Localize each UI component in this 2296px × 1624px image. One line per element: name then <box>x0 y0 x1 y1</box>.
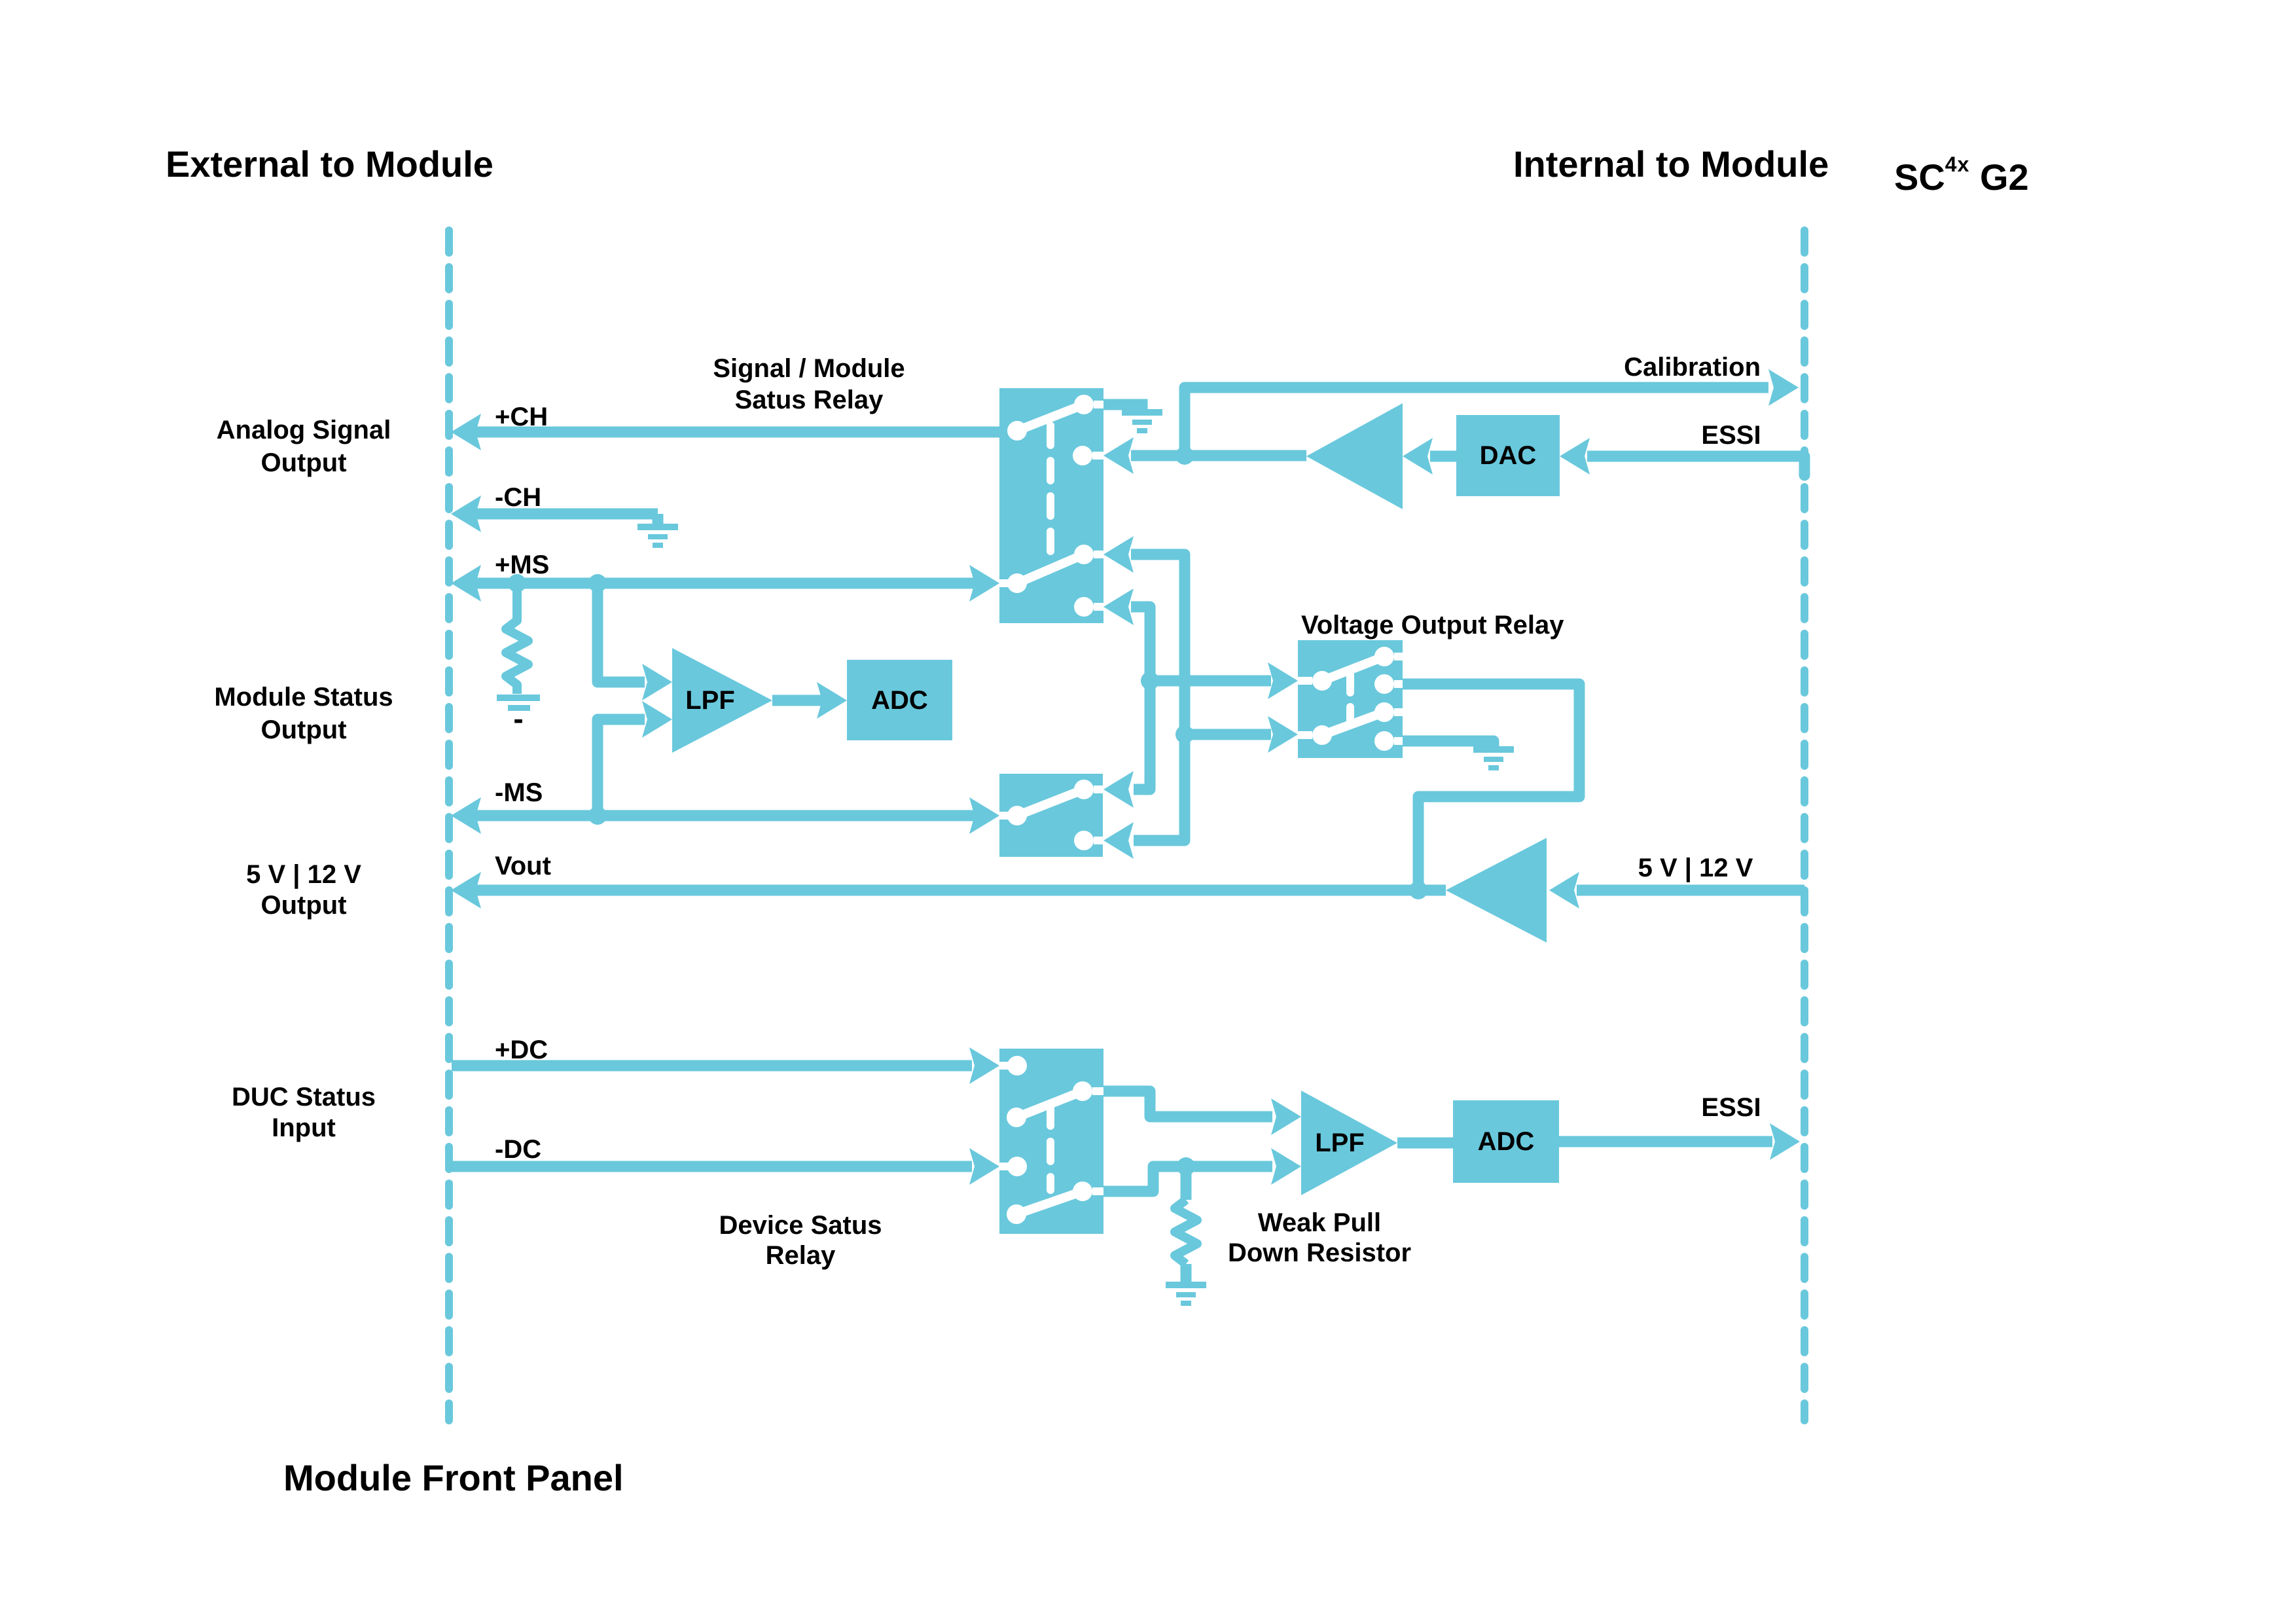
device-status-relay <box>999 1049 1103 1234</box>
relay1-to-voltage-relay-wires <box>1103 536 1298 859</box>
vout-label: Vout <box>495 852 551 880</box>
dac-block-label: DAC <box>1479 441 1537 470</box>
io-label-duc-status-line1: DUC Status <box>231 1083 376 1111</box>
lpf-bottom-amp-label: LPF <box>1315 1128 1365 1157</box>
signal-module-relay-label-line1: Signal / Module <box>713 354 905 383</box>
io-label-module-status-line2: Output <box>260 715 347 744</box>
calibration-label: Calibration <box>1624 353 1761 382</box>
nms-line <box>451 797 999 834</box>
external-to-module-title: External to Module <box>166 143 493 185</box>
signal-module-relay-label-line2: Satus Relay <box>734 386 884 414</box>
dac-block <box>1456 415 1560 496</box>
lpf-top-input-taps <box>592 583 672 816</box>
module-front-panel-title: Module Front Panel <box>283 1457 624 1498</box>
nms-label: -MS <box>495 778 543 807</box>
adc-bottom-block-label: ADC <box>1477 1127 1535 1156</box>
device-relay-output-wires <box>1103 1085 1301 1197</box>
ndc-line <box>452 1148 999 1185</box>
dac-amp <box>1306 403 1456 509</box>
v5-12-right-label: 5 V | 12 V <box>1638 854 1753 882</box>
v5-12-amp <box>1446 838 1804 943</box>
voltage-output-relay <box>1298 640 1403 758</box>
io-label-5v12v-line2: Output <box>260 891 347 920</box>
weak-pull-down-resistor-icon <box>1170 1166 1202 1282</box>
lpf-top-amp-label: LPF <box>685 686 735 715</box>
pdc-label: +DC <box>495 1036 548 1064</box>
adc-top-block <box>847 660 952 740</box>
relay1-ground-wire <box>1103 399 1148 410</box>
product-superscript: 4x <box>1945 153 1970 176</box>
relay1-ground-icon <box>1122 409 1162 433</box>
pch-line <box>451 414 1008 450</box>
pms-label: +MS <box>495 550 550 579</box>
product-suffix: G2 <box>1979 156 2029 198</box>
io-label-analog-signal-line1: Analog Signal <box>216 416 391 444</box>
ms-bias-resistor-icon <box>501 583 533 694</box>
ms-bias-ground-icon <box>497 695 540 711</box>
essi-top-label: ESSI <box>1701 421 1761 450</box>
voltage-relay-output-wire <box>1403 678 1585 890</box>
product-base: SC <box>1894 156 1945 198</box>
vout-line <box>451 872 1446 909</box>
nch-ground-icon <box>637 524 678 548</box>
nch-label: -CH <box>495 483 542 512</box>
internal-to-module-title: Internal to Module <box>1513 143 1829 185</box>
adc-top-block-label: ADC <box>871 686 928 715</box>
voltage-output-relay-label: Voltage Output Relay <box>1301 611 1564 640</box>
minus-terminal-label: - <box>513 702 524 736</box>
essi-bottom-label: ESSI <box>1701 1093 1761 1122</box>
device-relay-label-line1: Device Satus <box>719 1211 882 1240</box>
io-label-5v12v-line1: 5 V | 12 V <box>246 860 361 889</box>
essi-bottom-line <box>1559 1123 1800 1160</box>
dac-output-calibration-line <box>1103 369 1799 474</box>
ndc-label: -DC <box>495 1135 542 1164</box>
lpf-top-amp <box>672 648 847 753</box>
weak-pull-label-line2: Down Resistor <box>1227 1238 1412 1267</box>
signal-module-status-relay <box>999 388 1103 623</box>
pdc-line <box>452 1047 999 1084</box>
essi-top-line <box>1560 438 1810 481</box>
adc-bottom-block <box>1453 1100 1559 1183</box>
device-relay-label-line2: Relay <box>765 1241 836 1270</box>
product-name: SC4x G2 <box>1894 145 2029 196</box>
weak-pull-label-line1: Weak Pull <box>1257 1208 1382 1237</box>
io-label-analog-signal-line2: Output <box>260 448 347 477</box>
weak-pull-down-ground-icon <box>1166 1282 1206 1306</box>
lpf-bottom-amp <box>1301 1091 1453 1195</box>
io-label-duc-status-line2: Input <box>272 1113 336 1142</box>
voltage-relay-ground-icon <box>1473 746 1514 770</box>
pch-label: +CH <box>495 403 548 431</box>
io-label-module-status-line1: Module Status <box>214 683 393 712</box>
voltage-relay-ground-wire <box>1403 735 1499 747</box>
nch-line <box>451 496 664 532</box>
ms-relay <box>999 774 1103 857</box>
